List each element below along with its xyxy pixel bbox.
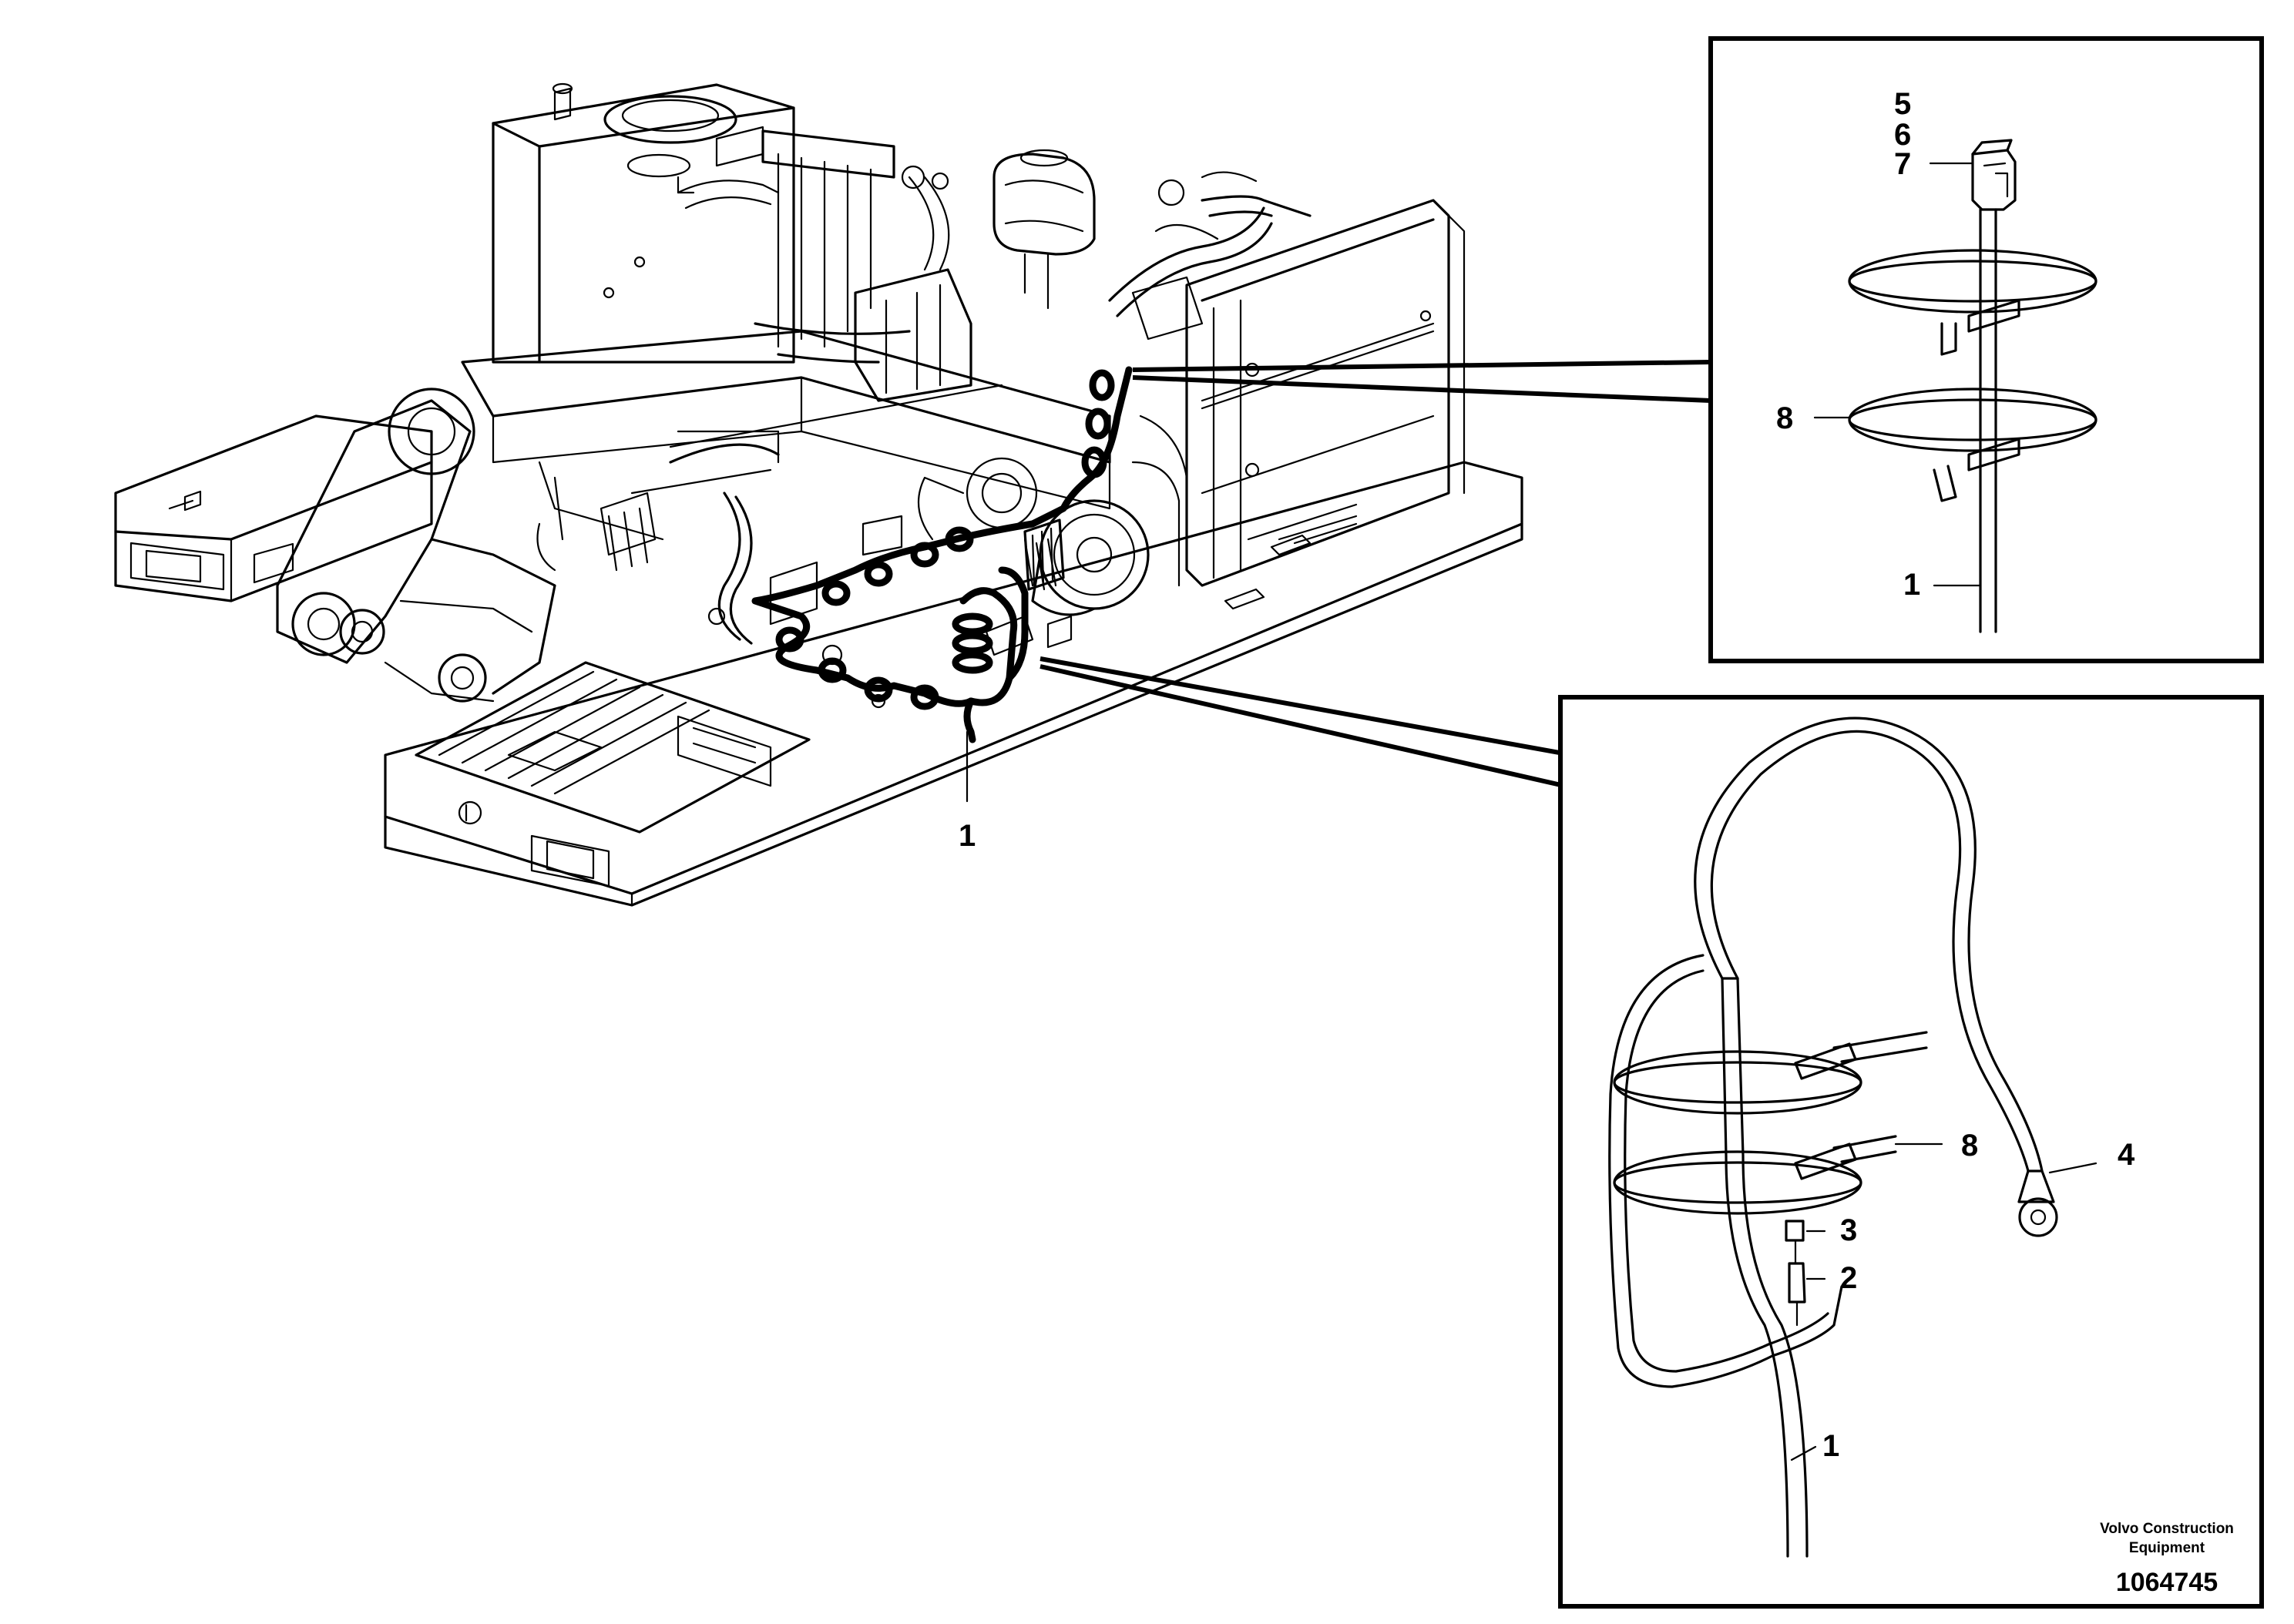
cable-tie-b: [1613, 1135, 1897, 1215]
boom-pivot: [276, 388, 556, 703]
radiator: [1185, 199, 1466, 587]
callout-main-harness: 1: [959, 819, 976, 853]
cable-tie-a: [1613, 1031, 1928, 1115]
sleeve-lead: [1785, 1220, 1806, 1327]
callout-tie-8-top: 8: [1776, 401, 1793, 435]
left-frame: [114, 414, 433, 602]
control-valve: [677, 129, 972, 402]
center-beam: [461, 330, 1111, 541]
callout-harness-1-bottom: 1: [1822, 1429, 1839, 1463]
machine-assembly: [114, 82, 1523, 907]
detail-frame-top: 5 6 7 8 1: [1708, 36, 2264, 663]
ground-harness: [751, 366, 1133, 743]
credit-line-2: Equipment: [2129, 1540, 2205, 1556]
detail-frame-bottom: 8 3 2 4 1 Volvo Construction Equipment 1…: [1558, 695, 2264, 1609]
credit-line-1: Volvo Construction: [2100, 1521, 2234, 1537]
callout-item-3: 3: [1840, 1213, 1857, 1247]
callout-harness-1-top: 1: [1903, 568, 1920, 602]
floor-grate: [415, 661, 811, 834]
deck-components: [707, 515, 1358, 709]
hoses: [536, 171, 1312, 645]
callout-item-6: 6: [1894, 118, 1911, 152]
ring-terminal: [2017, 1169, 2058, 1237]
callout-item-2: 2: [1840, 1261, 1857, 1295]
callout-tie-8-bottom: 8: [1961, 1129, 1978, 1163]
wire-connector: [1971, 139, 2017, 211]
cable-tie-lower: [1848, 388, 2098, 502]
hydraulic-tank: [492, 82, 795, 364]
callout-item-7: 7: [1894, 147, 1911, 181]
callout-ring-4: 4: [2118, 1138, 2135, 1172]
detail-connector-lines: [1040, 360, 1711, 788]
cable-tie-upper: [1848, 249, 2098, 356]
callout-item-5: 5: [1894, 87, 1911, 121]
document-number: 1064745: [2116, 1568, 2218, 1597]
expansion-tank: [992, 149, 1096, 310]
